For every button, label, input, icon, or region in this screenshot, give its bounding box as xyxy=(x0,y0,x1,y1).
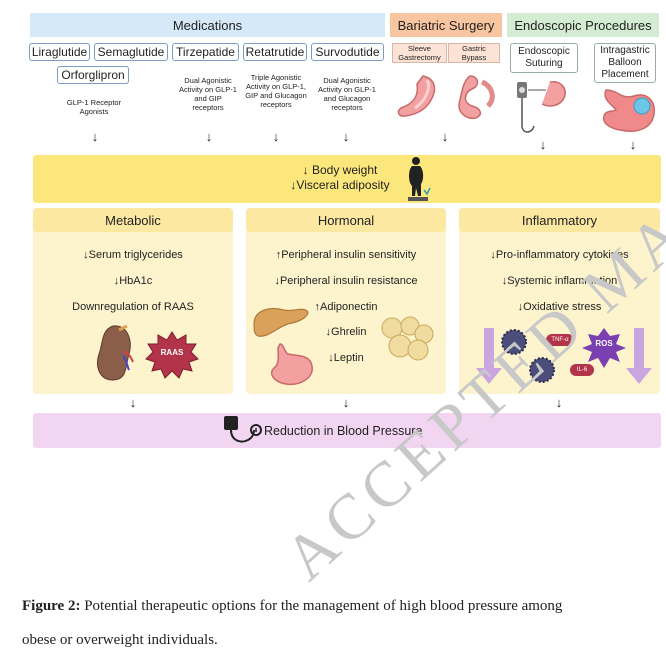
metabolic-title: Metabolic xyxy=(33,208,233,232)
hormonal-item: ↑Peripheral insulin sensitivity xyxy=(275,249,417,261)
arrow-down-icon: ↓ xyxy=(205,129,213,144)
arrow-down-icon: ↓ xyxy=(91,129,99,144)
note-glp1: GLP-1 Receptor Agonists xyxy=(66,98,122,116)
body-weight-text: ↓ Body weight ↓Visceral adiposity xyxy=(270,163,410,193)
il6-label: IL-6 xyxy=(576,367,588,373)
arrow-down-icon: ↓ xyxy=(629,137,637,152)
drug-tirzepatide: Tirzepatide xyxy=(172,43,239,61)
hormonal-title: Hormonal xyxy=(246,208,446,232)
note-tirzepatide: Dual Agonistic Activity on GLP-1 and GIP… xyxy=(179,76,237,112)
hormonal-item: ↑Adiponectin xyxy=(314,301,378,313)
gastric-bypass-label: Gastric Bypass xyxy=(448,43,500,63)
metabolic-item: ↓HbA1c xyxy=(113,275,153,287)
hormonal-item: ↓Ghrelin xyxy=(325,326,367,338)
arrow-down-icon: ↓ xyxy=(539,137,547,152)
hormonal-item: ↓Peripheral insulin resistance xyxy=(274,275,418,287)
stomach-icon xyxy=(270,343,313,386)
caption-label: Figure 2: xyxy=(22,598,81,614)
inflammatory-item: ↓Systemic inflammation xyxy=(501,275,618,287)
arrow-down-icon: ↓ xyxy=(342,129,350,144)
note-retatrutide: Triple Agonistic Activity on GLP-1, GIP … xyxy=(245,73,307,109)
metabolic-item: ↓Serum triglycerides xyxy=(83,249,183,261)
tnf-label: TNF-α xyxy=(551,337,569,343)
arrow-down-icon: ↓ xyxy=(555,395,563,410)
body-weight-line: ↓ Body weight xyxy=(302,163,378,177)
figure-caption: Figure 2: Potential therapeutic options … xyxy=(22,598,662,615)
raas-badge-label: RAAS xyxy=(160,348,184,357)
adipocytes-icon xyxy=(381,316,434,361)
caption-text: Potential therapeutic options for the ma… xyxy=(80,598,563,614)
arrow-down-icon: ↓ xyxy=(441,129,449,144)
outcome-band xyxy=(33,413,661,448)
drug-orforglipron: Orforglipron xyxy=(57,66,129,84)
sleeve-gastrectomy-label: Sleeve Gastrectomy xyxy=(392,43,447,63)
sleeve-stomach-icon xyxy=(397,75,436,117)
gastric-bypass-icon xyxy=(458,75,495,120)
arrow-down-icon: ↓ xyxy=(342,395,350,410)
kidney-icon xyxy=(97,324,134,381)
metabolic-item: Downregulation of RAAS xyxy=(72,301,194,313)
endoscopic-suturing-label: Endoscopic Suturing xyxy=(510,43,578,73)
drug-liraglutide: Liraglutide xyxy=(29,43,90,61)
intragastric-balloon-label: Intragastric Balloon Placement xyxy=(594,43,656,83)
inflammatory-item: ↓Oxidative stress xyxy=(517,301,602,313)
drug-retatrutide: Retatrutide xyxy=(243,43,307,61)
bariatric-surgery-header: Bariatric Surgery xyxy=(390,13,502,37)
arrow-down-icon: ↓ xyxy=(129,395,137,410)
drug-survodutide: Survodutide xyxy=(311,43,384,61)
figure-caption-line2: obese or overweight individuals. xyxy=(22,632,218,648)
endoscope-icon xyxy=(517,81,566,133)
raas-badge-icon xyxy=(145,331,199,379)
note-survodutide: Dual Agonistic Activity on GLP-1 and Glu… xyxy=(318,76,376,112)
outcome-text: Reduction in Blood Pressure xyxy=(264,424,423,438)
metabolic-panel xyxy=(33,208,233,394)
body-weight-band xyxy=(33,155,661,203)
person-on-scale-icon xyxy=(408,157,431,201)
ros-label: ROS xyxy=(595,339,613,348)
drug-semaglutide: Semaglutide xyxy=(94,43,168,61)
inflammatory-title: Inflammatory xyxy=(459,208,660,232)
blood-pressure-monitor-icon xyxy=(224,416,262,443)
hormonal-item: ↓Leptin xyxy=(328,352,364,364)
arrow-down-icon: ↓ xyxy=(272,129,280,144)
medications-header: Medications xyxy=(30,13,385,37)
inflammation-cells-icon xyxy=(476,328,652,384)
pancreas-icon xyxy=(253,308,309,337)
balloon-stomach-icon xyxy=(602,89,655,132)
visceral-adiposity-line: ↓Visceral adiposity xyxy=(290,178,390,192)
inflammatory-item: ↓Pro-inflammatory cytokines xyxy=(490,249,629,261)
endoscopic-procedures-header: Endoscopic Procedures xyxy=(507,13,659,37)
